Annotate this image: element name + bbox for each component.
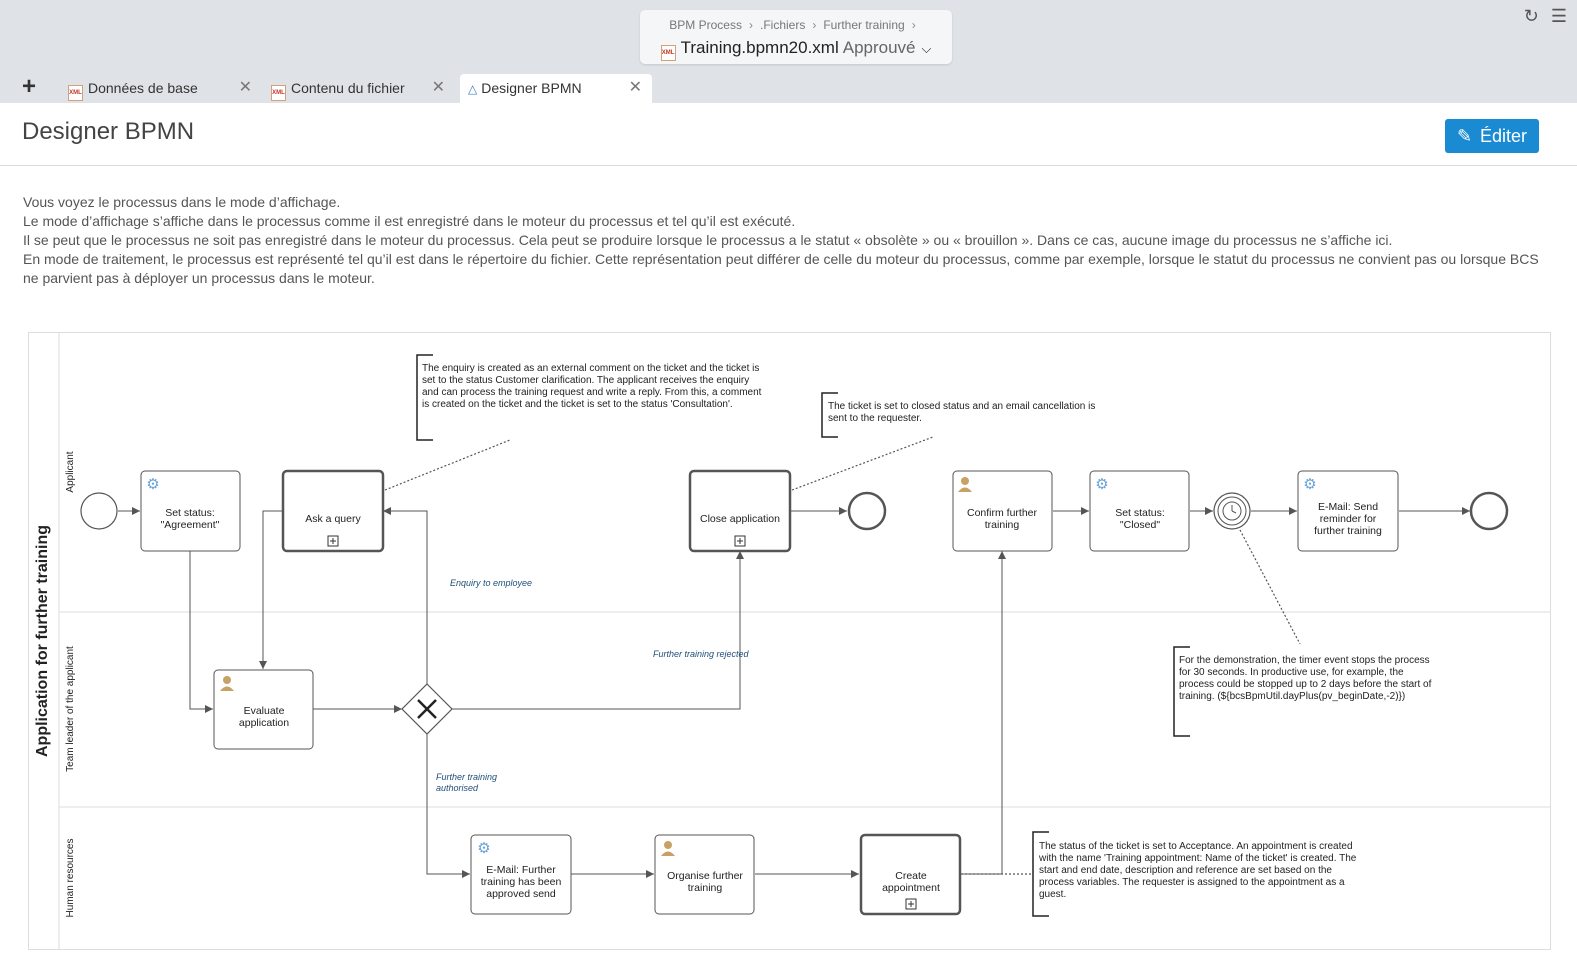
chevron-right-icon: › [911, 18, 916, 32]
description: Vous voyez le processus dans le mode d’a… [23, 193, 1553, 288]
chevron-right-icon: › [812, 18, 817, 32]
subprocess-close-application[interactable]: Close application [688, 469, 792, 553]
lane-label-human-resources: Human resources [65, 839, 76, 918]
svg-text:The enquiry is created as an e: The enquiry is created as an external co… [422, 363, 762, 410]
flow-label-enquiry: Enquiry to employee [450, 578, 532, 588]
close-icon[interactable]: ✕ [431, 79, 445, 96]
svg-text:Set status:"Agreement": Set status:"Agreement" [161, 507, 220, 531]
user-icon [958, 477, 972, 492]
association [1239, 529, 1301, 645]
xml-file-icon: XML [271, 85, 286, 101]
file-name: Training.bpmn20.xml [680, 38, 839, 57]
annotation-closed[interactable]: The ticket is set to closed status and a… [821, 392, 1095, 438]
task-set-status-agreement[interactable]: ⚙ Set status:"Agreement" [140, 470, 241, 552]
gear-icon: ⚙ [1095, 476, 1108, 493]
user-icon [661, 841, 675, 856]
tab-designer-bpmn[interactable]: △Designer BPMN ✕ [460, 74, 652, 103]
tab-label: Contenu du fichier [291, 80, 405, 96]
user-icon [220, 676, 234, 691]
task-set-status-closed[interactable]: ⚙ Set status:"Closed" [1089, 470, 1190, 552]
file-status: Approuvé [842, 38, 916, 57]
association [384, 439, 511, 491]
breadcrumb-item[interactable]: BPM Process [669, 18, 742, 32]
breadcrumb-item[interactable]: Further training [823, 18, 905, 32]
flow-label-rejected: Further training rejected [653, 649, 750, 659]
subprocess-ask-a-query[interactable]: Ask a query [281, 469, 385, 553]
sequence-flow [426, 734, 470, 878]
start-event[interactable] [80, 492, 118, 530]
lane-label-applicant: Applicant [65, 451, 76, 492]
close-icon[interactable]: ✕ [628, 79, 642, 96]
gear-icon: ⚙ [146, 476, 159, 493]
annotation-enquiry[interactable]: The enquiry is created as an external co… [416, 354, 762, 441]
pool-label: Application for further training [34, 525, 51, 757]
tab-bar [0, 72, 1577, 103]
end-event[interactable] [1469, 491, 1509, 531]
sequence-flow [259, 510, 283, 669]
gear-icon: ⚙ [1303, 476, 1316, 493]
chevron-down-icon[interactable]: ⌵ [921, 41, 932, 56]
description-line: Le mode d’affichage s’affiche dans le pr… [23, 213, 796, 229]
svg-text:Ask a query: Ask a query [305, 513, 361, 525]
annotation-timer[interactable]: For the demonstration, the timer event s… [1173, 646, 1432, 737]
chevron-right-icon: › [748, 18, 753, 32]
svg-text:For the demonstration, the tim: For the demonstration, the timer event s… [1179, 655, 1432, 702]
edit-icon: ✎ [1456, 126, 1473, 146]
close-icon[interactable]: ✕ [238, 79, 252, 96]
page-title: Designer BPMN [22, 118, 195, 145]
breadcrumb-item[interactable]: .Fichiers [759, 18, 806, 32]
file-header: BPM Process›.Fichiers›Further training› … [640, 10, 952, 64]
breadcrumb: BPM Process › .Fichiers › Further training › [640, 18, 952, 32]
end-event[interactable] [847, 491, 887, 531]
svg-text:The ticket is set to closed st: The ticket is set to closed status and a… [828, 401, 1095, 424]
edit-button[interactable]: ✎ Éditer [1445, 119, 1539, 153]
description-line: Il se peut que le processus ne soit pas … [23, 232, 1393, 248]
description-line: En mode de traitement, le processus est … [23, 251, 1539, 286]
add-tab-button[interactable]: + [22, 73, 37, 100]
bpmn-diagram: Application for further training Applica… [28, 332, 1551, 950]
svg-text:Close application: Close application [700, 513, 780, 525]
tab-label: Designer BPMN [481, 80, 582, 96]
tab-donnees-de-base[interactable]: XML Données de base ✕ [62, 74, 262, 103]
svg-text:Set status:"Closed": Set status:"Closed" [1115, 507, 1165, 531]
bpmn-icon: △ [468, 82, 478, 96]
refresh-icon[interactable]: ↻ [1523, 6, 1539, 26]
page-header [0, 103, 1577, 166]
xml-file-icon: XML [68, 85, 83, 101]
sequence-flow [383, 507, 428, 684]
timer-event[interactable] [1213, 492, 1251, 530]
svg-text:The status of the ticket is se: The status of the ticket is set to Accep… [1038, 841, 1357, 900]
xml-file-icon: XML [660, 45, 676, 61]
association [791, 436, 934, 491]
tab-contenu-du-fichier[interactable]: XML Contenu du fichier ✕ [265, 74, 455, 103]
top-icons: ↻☰ [1512, 6, 1567, 27]
exclusive-gateway[interactable] [401, 683, 453, 735]
edit-label: Éditer [1480, 126, 1528, 146]
lane-label-team-leader: Team leader of the applicant [65, 646, 76, 772]
gear-icon: ⚙ [477, 840, 490, 857]
pool-border [28, 332, 1551, 950]
sequence-flow [452, 551, 744, 710]
sequence-flow [961, 551, 1006, 875]
tab-label: Données de base [88, 80, 198, 96]
sequence-flow [189, 551, 213, 713]
menu-icon[interactable]: ☰ [1550, 6, 1567, 26]
annotation-acceptance[interactable]: The status of the ticket is set to Accep… [1032, 831, 1357, 917]
description-line: Vous voyez le processus dans le mode d’a… [23, 194, 341, 210]
